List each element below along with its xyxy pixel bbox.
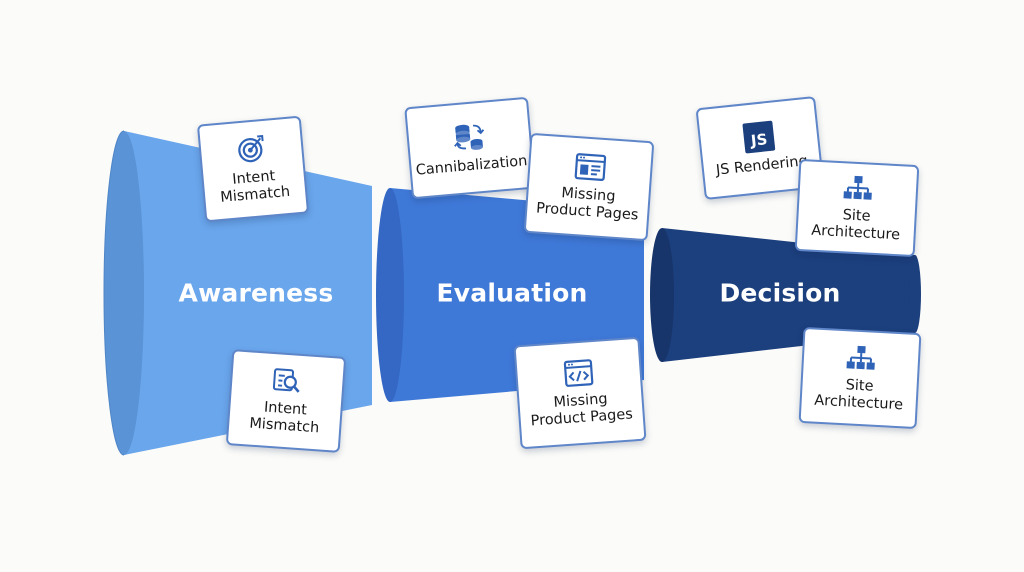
card-label-line: Architecture bbox=[810, 222, 901, 244]
card-intent-mismatch-bottom: Intent Mismatch bbox=[225, 349, 347, 453]
search-document-icon bbox=[271, 366, 303, 396]
stage-label-awareness: Awareness bbox=[178, 278, 334, 308]
sitemap-icon bbox=[842, 173, 873, 203]
target-icon bbox=[235, 133, 268, 166]
awareness-mouth-edge bbox=[103, 130, 125, 456]
card-intent-mismatch-top: Intent Mismatch bbox=[196, 115, 310, 223]
decision-mouth bbox=[650, 228, 674, 362]
sitemap-icon bbox=[845, 343, 876, 373]
card-cannibalization: Cannibalization bbox=[404, 96, 536, 200]
browser-window-icon bbox=[573, 152, 607, 182]
card-label-line: Cannibalization bbox=[415, 152, 528, 179]
js-logo-text: JS bbox=[750, 129, 769, 150]
card-missing-product-pages-bottom: Missing Product Pages bbox=[513, 336, 647, 450]
decision-segment bbox=[650, 228, 921, 362]
stage-label-decision: Decision bbox=[719, 278, 841, 308]
card-label-line: JS Rendering bbox=[715, 152, 809, 179]
decision-end bbox=[909, 255, 921, 333]
js-logo-icon: JS bbox=[742, 120, 776, 154]
stage-label-evaluation: Evaluation bbox=[436, 278, 588, 308]
database-sync-icon bbox=[451, 120, 487, 153]
decision-body bbox=[662, 228, 915, 362]
card-label-line: Mismatch bbox=[248, 415, 320, 437]
card-missing-product-pages-top: Missing Product Pages bbox=[523, 132, 655, 242]
code-window-icon bbox=[563, 358, 595, 388]
card-site-architecture-top: Site Architecture bbox=[794, 158, 920, 258]
awareness-mouth bbox=[104, 131, 144, 455]
card-label-line: Architecture bbox=[813, 392, 904, 414]
evaluation-mouth bbox=[376, 188, 404, 402]
card-site-architecture-bottom: Site Architecture bbox=[798, 326, 922, 430]
